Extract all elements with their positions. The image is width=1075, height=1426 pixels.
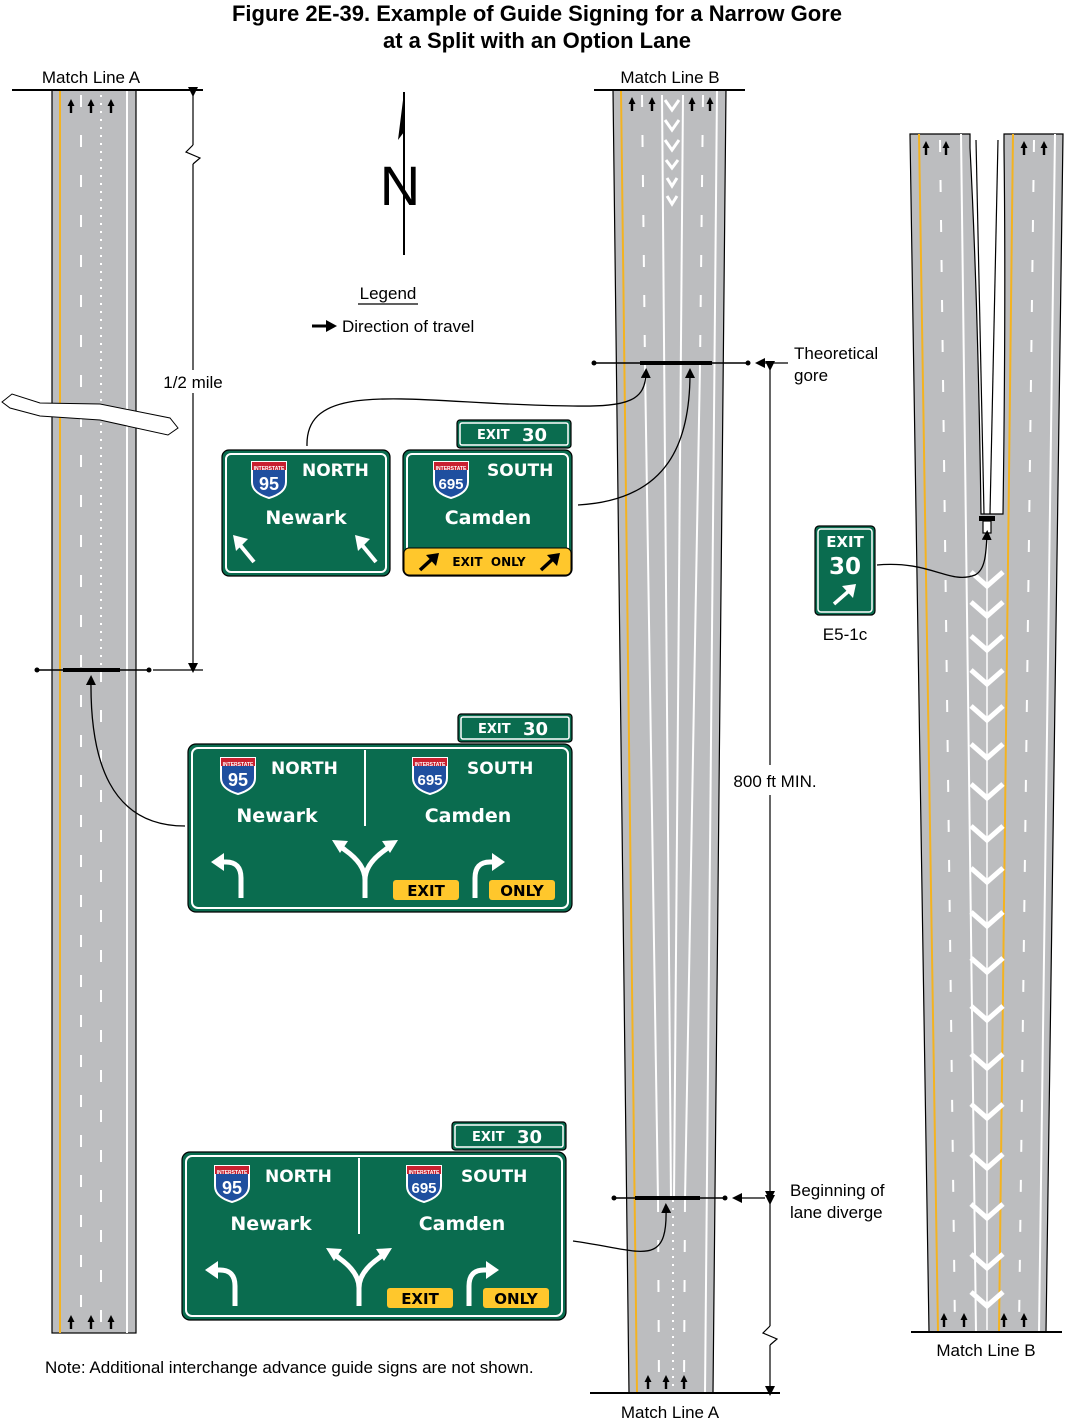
exit-only-panel: EXIT ONLY [452,555,525,569]
left-roadway [1,89,179,1334]
match-line-b-top-label: Match Line B [620,68,719,87]
half-mile-dimension [153,87,203,673]
interstate-695-shield: 695 [438,476,463,493]
sign-north-cardinal: NORTH [265,1167,332,1187]
exit-tag: EXIT [407,882,445,900]
shield-695-top: INTERSTATE [415,762,446,768]
right-roadway [909,133,1064,1333]
north-letter: N [380,154,420,217]
sign-south-cardinal: SOUTH [487,461,553,481]
sign-north-city: Newark [230,1213,312,1235]
sign-north-city: Newark [236,805,318,827]
legend-direction-label: Direction of travel [342,317,474,336]
plaque-exit-number: 30 [522,425,547,446]
exit-30-plaque: EXIT 30 [457,713,573,743]
arrow-turn-left-icon [205,1261,238,1306]
shield-95-top: INTERSTATE [217,1170,248,1176]
shield-695-top: INTERSTATE [436,466,467,472]
figure-title-line-2: at a Split with an Option Lane [383,28,691,53]
road-break-symbol [1,393,179,436]
exit-tag: EXIT [401,1290,439,1308]
interstate-95-shield: 95 [228,770,248,790]
theoretical-gore-label-1: Theoretical [794,344,878,363]
sign-north-city: Newark [265,507,347,529]
plaque-exit-number: 30 [523,719,548,740]
shield-695-top: INTERSTATE [409,1170,440,1176]
figure-note: Note: Additional interchange advance gui… [45,1358,534,1377]
sign-south-gore: INTERSTATE 695 SOUTH Camden EXIT ONLY [402,449,573,577]
only-tag: ONLY [494,1290,539,1308]
sign-diagrammatic-advance: INTERSTATE 95 NORTH Newark INTERSTATE 69… [187,743,573,913]
arrow-up-right-icon [418,553,439,572]
arrow-turn-right-icon [472,853,505,898]
legend-title: Legend [360,284,417,303]
sign-south-cardinal: SOUTH [467,759,533,779]
plaque-exit-number: 30 [517,1127,542,1148]
north-arrow: N [380,92,420,255]
arrow-up-left-icon [355,535,378,564]
sign-south-city: Camden [425,805,512,827]
sign-south-city: Camden [445,507,532,529]
arrow-turn-right-icon [466,1261,499,1306]
eight-hundred-ft-dimension [761,361,779,1396]
sign-south-cardinal: SOUTH [461,1167,527,1187]
eight-hundred-ft-label: 800 ft MIN. [733,772,816,791]
arrow-right-icon [312,320,337,332]
lane-diverge-location [572,1193,765,1252]
sign-south-city: Camden [419,1213,506,1235]
sign-north-cardinal: NORTH [271,759,338,779]
gore-sign-exit-word: EXIT [826,533,864,551]
arrow-up-right-icon [539,553,560,572]
sign-north-cardinal: NORTH [302,461,369,481]
e5-1c-label: E5-1c [823,625,868,644]
match-line-a-top-label: Match Line A [42,68,141,87]
interstate-95-shield: 95 [222,1178,242,1198]
arrow-turn-left-icon [211,853,244,898]
plaque-exit-word: EXIT [477,428,510,443]
match-line-b-bottom-label: Match Line B [936,1341,1035,1360]
theoretical-gore-label-2: gore [794,366,828,385]
shield-95-top: INTERSTATE [254,466,285,472]
plaque-exit-word: EXIT [472,1130,505,1145]
arrow-split-icon [332,840,398,898]
sign-diagrammatic-lane-diverge: INTERSTATE 95 NORTH Newark INTERSTATE 69… [181,1151,567,1321]
lane-diverge-label-1: Beginning of [790,1181,885,1200]
gore-sign-exit-number: 30 [829,554,861,580]
arrow-up-right-icon [832,584,856,606]
exit-30-plaque: EXIT 30 [456,419,572,449]
left-sign-location [34,667,186,827]
exit-30-plaque: EXIT 30 [451,1121,567,1151]
figure-title-line-1: Figure 2E-39. Example of Guide Signing f… [232,1,842,26]
sign-north-gore: INTERSTATE 95 NORTH Newark [221,449,391,577]
plaque-exit-word: EXIT [478,722,511,737]
only-tag: ONLY [500,882,545,900]
shield-95-top: INTERSTATE [223,762,254,768]
arrow-split-icon [326,1248,392,1306]
interstate-95-shield: 95 [259,474,279,494]
interstate-695-shield: 695 [411,1180,436,1197]
match-line-a-bottom-label: Match Line A [621,1403,720,1422]
half-mile-label: 1/2 mile [163,373,223,392]
lane-diverge-label-2: lane diverge [790,1203,883,1222]
arrow-up-left-icon [233,535,256,564]
theoretical-gore-location [306,358,788,506]
interstate-695-shield: 695 [417,772,442,789]
exit-gore-sign: EXIT 30 [814,525,876,616]
